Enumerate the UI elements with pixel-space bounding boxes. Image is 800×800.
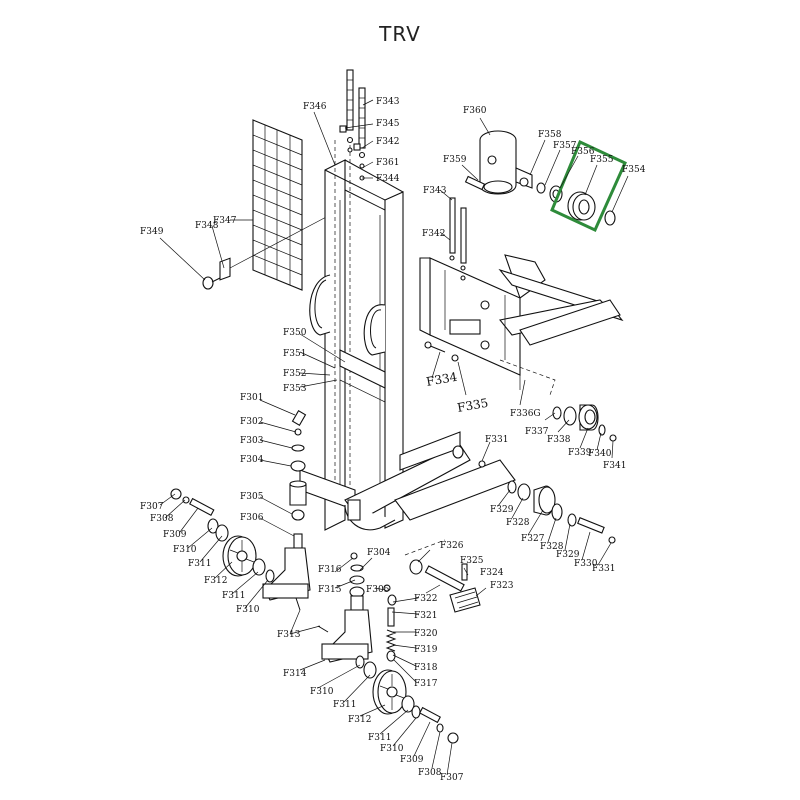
- label-F306: F306: [240, 513, 264, 523]
- brake-pedal: [404, 539, 481, 613]
- part-labels: F346 F343 F345 F342 F361 F344 F348 F347 …: [140, 97, 646, 783]
- carriage-bolts: [424, 341, 467, 396]
- guard-bolt: [202, 257, 231, 290]
- label-F326: F326: [440, 541, 464, 551]
- label-F325: F325: [460, 556, 484, 566]
- label-F334: F334: [425, 370, 459, 389]
- label-F359: F359: [443, 155, 467, 165]
- label-F329-top: F329: [490, 505, 514, 515]
- label-F331: F331: [592, 564, 615, 574]
- label-F353: F353: [283, 384, 307, 394]
- pump-seals: [536, 182, 616, 226]
- leg-rollers: [478, 460, 616, 544]
- label-F308: F308: [150, 514, 174, 524]
- label-F302: F302: [240, 417, 263, 427]
- label-F352: F352: [283, 369, 306, 379]
- label-F317: F317: [414, 679, 438, 689]
- label-F322: F322: [414, 594, 437, 604]
- label-F344: F344: [376, 174, 400, 184]
- label-F342-carriage: F342: [422, 229, 445, 239]
- label-F357: F357: [553, 141, 577, 151]
- label-F348: F348: [195, 221, 219, 231]
- label-F356: F356: [571, 147, 595, 157]
- label-F311: F311: [188, 559, 211, 569]
- label-F337: F337: [525, 427, 549, 437]
- label-F335: F335: [456, 396, 489, 415]
- label-F327: F327: [521, 534, 545, 544]
- label-F309: F309: [163, 530, 187, 540]
- label-F360: F360: [463, 106, 487, 116]
- label-F328-top: F328: [506, 518, 530, 528]
- label-F307: F307: [140, 502, 164, 512]
- label-F354: F354: [622, 165, 646, 175]
- label-F310: F310: [173, 545, 197, 555]
- left-steering-wheel: [170, 488, 275, 583]
- label-F346: F346: [303, 102, 327, 112]
- label-F339: F339: [568, 448, 592, 458]
- label-F345: F345: [376, 119, 400, 129]
- label-F358: F358: [538, 130, 562, 140]
- highlight-box-F355: [550, 139, 627, 233]
- label-F307-b: F307: [440, 773, 464, 783]
- label-F310-b: F310: [236, 605, 260, 615]
- label-F355: F355: [590, 155, 614, 165]
- label-F361: F361: [376, 158, 399, 168]
- label-F316: F316: [318, 565, 342, 575]
- lower-caster: [317, 552, 373, 663]
- label-F319: F319: [414, 645, 438, 655]
- brake-spring: [383, 584, 397, 662]
- label-F340: F340: [588, 449, 612, 459]
- label-F351: F351: [283, 349, 306, 359]
- label-F342: F342: [376, 137, 399, 147]
- label-F311-c: F311: [333, 700, 356, 710]
- safety-mesh-guard: [229, 119, 331, 291]
- label-F320: F320: [414, 629, 438, 639]
- bottom-load-wheel: [355, 655, 459, 744]
- label-F341: F341: [603, 461, 626, 471]
- label-F318: F318: [414, 663, 438, 673]
- label-F347: F347: [213, 216, 237, 226]
- label-F312: F312: [204, 576, 227, 586]
- leader-lines: [159, 99, 629, 776]
- label-F329: F329: [556, 550, 580, 560]
- label-F301: F301: [240, 393, 263, 403]
- label-F315: F315: [318, 585, 342, 595]
- label-F310-d: F310: [380, 744, 404, 754]
- label-F312-b: F312: [348, 715, 371, 725]
- label-F331-top: F331: [485, 435, 508, 445]
- label-F343: F343: [376, 97, 400, 107]
- label-F304-b: F304: [367, 548, 391, 558]
- label-F309-b: F309: [400, 755, 424, 765]
- label-F305-b: F305: [366, 585, 390, 595]
- label-F350: F350: [283, 328, 307, 338]
- label-F330: F330: [574, 559, 598, 569]
- label-F305: F305: [240, 492, 264, 502]
- fork-rollers: [552, 404, 617, 442]
- hydraulic-pump: [464, 130, 533, 195]
- label-F303: F303: [240, 436, 264, 446]
- fork-carriage: [419, 254, 624, 396]
- label-F338: F338: [547, 435, 571, 445]
- label-F308-b: F308: [418, 768, 442, 778]
- label-F311-b: F311: [222, 591, 245, 601]
- label-F336G: F336G: [510, 409, 541, 419]
- label-F304: F304: [240, 455, 264, 465]
- diagram-title: TRV: [379, 22, 421, 46]
- label-F328: F328: [540, 542, 564, 552]
- label-F349: F349: [140, 227, 164, 237]
- label-F321: F321: [414, 611, 437, 621]
- label-F343-carriage: F343: [423, 186, 447, 196]
- mast-frame: [299, 140, 516, 531]
- label-F323: F323: [490, 581, 514, 591]
- label-F313: F313: [277, 630, 301, 640]
- label-F324: F324: [480, 568, 504, 578]
- label-F311-d: F311: [368, 733, 391, 743]
- label-F310-c: F310: [310, 687, 334, 697]
- carriage-chains: [449, 197, 467, 281]
- label-F314: F314: [283, 669, 307, 679]
